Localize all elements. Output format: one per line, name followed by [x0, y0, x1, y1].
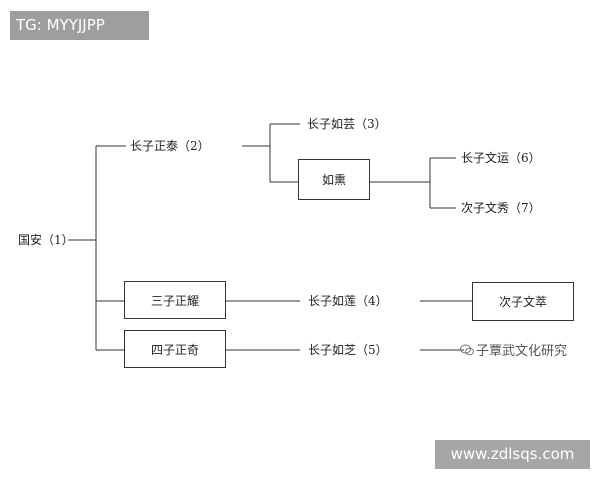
node-fourth-child: 长子如芝（5）	[308, 343, 388, 357]
node-third-child: 长子如莲（4）	[308, 294, 388, 308]
wechat-icon	[460, 344, 474, 355]
node-third-son: 三子正耀	[124, 281, 226, 319]
wechat-watermark: 子覃武文化研究	[460, 340, 567, 359]
node-eldest-child-2: 如熏	[298, 159, 370, 200]
node-grandchild-1: 长子文运（6）	[461, 151, 541, 165]
node-fourth-son-label: 四子正奇	[150, 342, 199, 357]
node-root: 国安（1）	[18, 233, 74, 247]
node-fourth-son: 四子正奇	[124, 330, 226, 368]
watermark-bottom-right: www.zdlsqs.com	[435, 440, 590, 469]
node-third-grandchild-label: 次子文萃	[498, 295, 547, 309]
node-eldest-son: 长子正泰（2）	[130, 139, 210, 153]
node-eldest-child-2-label: 如熏	[321, 173, 346, 187]
node-third-grandchild: 次子文萃	[472, 282, 574, 321]
node-third-son-label: 三子正耀	[150, 293, 199, 308]
wechat-watermark-label: 子覃武文化研究	[476, 344, 568, 359]
watermark-top-left: TG: MYYJJPP	[10, 11, 149, 40]
node-grandchild-2: 次子文秀（7）	[461, 201, 541, 215]
node-eldest-child-1: 长子如芸（3）	[307, 117, 387, 131]
